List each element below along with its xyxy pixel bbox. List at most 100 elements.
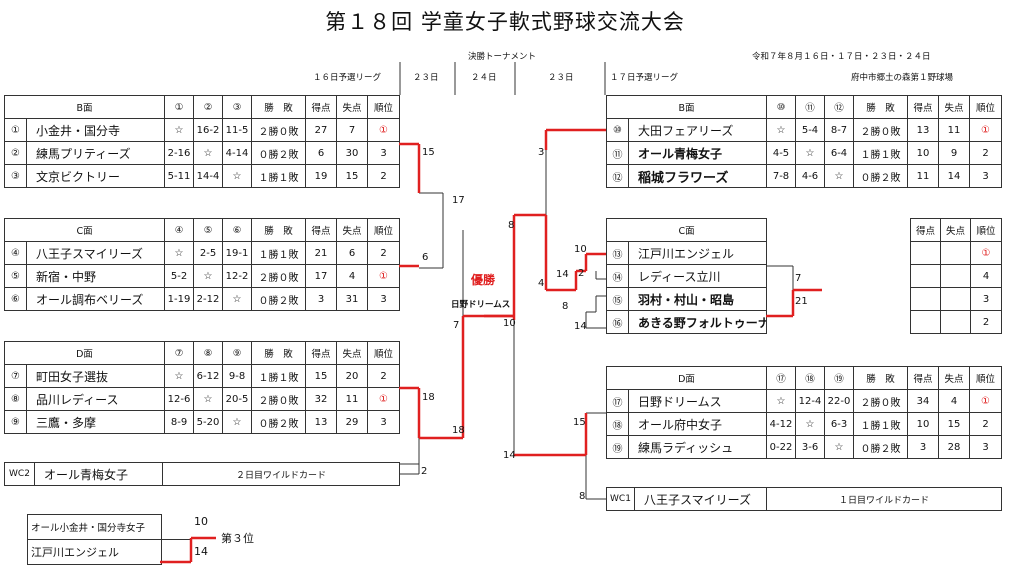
result-cell: 14-4 xyxy=(193,164,223,188)
result-cell: ☆ xyxy=(164,118,194,142)
team-name: 羽村・村山・昭島 xyxy=(627,287,768,311)
team-name: 文京ビクトリー xyxy=(26,164,165,188)
tournament-label: 決勝トーナメント xyxy=(468,52,537,62)
wc1-label: WC1 xyxy=(606,487,635,511)
champion-label: 優勝 xyxy=(471,273,496,287)
result-cell: ☆ xyxy=(824,164,854,188)
win-loss: ２勝０敗 xyxy=(853,118,908,142)
col-header: 順位 xyxy=(367,341,401,365)
col-header: ⑨ xyxy=(222,341,253,365)
points: 11 xyxy=(907,164,939,188)
third-team-1: オール小金井・国分寺女子 xyxy=(27,514,162,540)
result-cell: ☆ xyxy=(222,410,253,434)
points: 21 xyxy=(305,241,338,265)
points: 19 xyxy=(305,164,337,188)
result-cell: 4-5 xyxy=(766,141,796,165)
score: 7 xyxy=(453,320,460,331)
col-header: 順位 xyxy=(970,218,1002,242)
rank-cell: 3 xyxy=(969,164,1002,188)
team-name: あきる野フォルトゥーナ xyxy=(627,310,768,334)
score: 4 xyxy=(538,278,545,289)
result-cell: 8-7 xyxy=(824,118,854,142)
col-header: 得点 xyxy=(305,95,337,119)
win-loss: １勝１敗 xyxy=(251,241,307,265)
result-cell: ☆ xyxy=(222,287,253,311)
win-loss: ２勝０敗 xyxy=(251,387,307,411)
third-place-table: オール小金井・国分寺女子 江戸川エンジェル xyxy=(27,514,192,565)
score: 18 xyxy=(422,392,435,403)
result-cell: 22-0 xyxy=(824,389,855,413)
score: 6 xyxy=(422,252,429,263)
team-name: 練馬プリティーズ xyxy=(26,141,165,165)
venue: 府中市郷土の森第１野球場 xyxy=(851,73,954,83)
points: 32 xyxy=(305,387,338,411)
rank-cell: ① xyxy=(367,264,401,288)
points: 27 xyxy=(305,118,337,142)
lost xyxy=(940,264,971,288)
rank-cell: 3 xyxy=(367,287,401,311)
rank-cell: 3 xyxy=(367,410,401,434)
result-cell: 0-22 xyxy=(766,435,797,459)
win-loss: ０勝２敗 xyxy=(251,287,307,311)
rank-cell: 2 xyxy=(970,310,1002,334)
win-loss: １勝１敗 xyxy=(251,164,306,188)
col-header: 得点 xyxy=(907,366,940,390)
team-name: オール青梅女子 xyxy=(628,141,767,165)
score: 14 xyxy=(503,450,516,461)
col-header: 順位 xyxy=(969,366,1003,390)
score: 3 xyxy=(538,147,545,158)
wc1-table: WC1 八王子スマイリーズ １日目ワイルドカード xyxy=(606,487,1002,511)
result-cell: ☆ xyxy=(824,435,855,459)
table-row: ① xyxy=(910,241,1002,265)
group-name: C面 xyxy=(605,218,768,242)
col-header: ⑩ xyxy=(766,95,796,119)
win-loss: ０勝２敗 xyxy=(853,435,909,459)
rank-cell: 2 xyxy=(367,164,400,188)
col-23a: ２３日 xyxy=(413,73,439,83)
col-header: 勝 敗 xyxy=(251,95,306,119)
result-cell: 3-6 xyxy=(795,435,826,459)
rank-cell: ① xyxy=(969,389,1003,413)
champion-team: 日野ドリームス xyxy=(451,300,511,310)
table-row: 4 xyxy=(910,264,1002,288)
score: 17 xyxy=(452,195,465,206)
score: 8 xyxy=(508,220,515,231)
rank-cell: 2 xyxy=(367,364,401,388)
col-header: 勝 敗 xyxy=(251,341,307,365)
lost: 28 xyxy=(938,435,971,459)
row-index: ⑨ xyxy=(4,410,27,434)
result-cell: 11-5 xyxy=(222,118,252,142)
team-name: 日野ドリームス xyxy=(627,389,768,413)
third-score-1: 10 xyxy=(194,515,208,528)
win-loss: ０勝２敗 xyxy=(853,164,908,188)
col-header: ⑰ xyxy=(766,366,797,390)
team-name: 新宿・中野 xyxy=(25,264,166,288)
score: 10 xyxy=(574,244,587,255)
points: 13 xyxy=(305,410,338,434)
col-24: ２４日 xyxy=(471,73,497,83)
score: 15 xyxy=(422,147,435,158)
points: 10 xyxy=(907,412,940,436)
col-header: 勝 敗 xyxy=(251,218,307,242)
score: 15 xyxy=(573,417,586,428)
rank-cell: 2 xyxy=(969,412,1003,436)
group-name: D面 xyxy=(3,341,166,365)
team-name: レディース立川 xyxy=(627,264,768,288)
team-name: 品川レディース xyxy=(25,387,166,411)
rank-cell: ① xyxy=(367,118,400,142)
